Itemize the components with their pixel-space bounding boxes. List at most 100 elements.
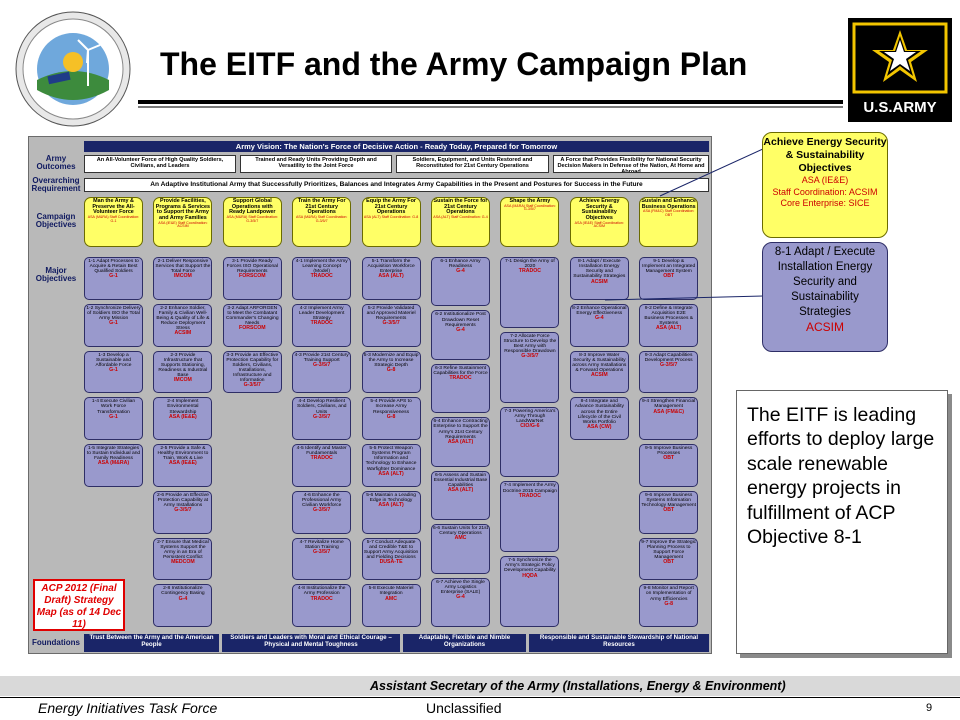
major-objective-owner: DUSA-TE	[379, 559, 403, 566]
row-label-outcomes: Army Outcomes	[36, 154, 76, 172]
major-objective: 9-2 Define & Integrate Acquisition E2E B…	[639, 303, 699, 347]
major-objective-owner: ASA (IE&E)	[169, 460, 197, 467]
callout-8-1-text: 8-1 Adapt / Execute Installation Energy …	[774, 246, 876, 318]
major-objective-text: 4-2 Implement Army Leader Development St…	[298, 305, 345, 322]
major-objective-text: 9-5 Improve Business Processes	[645, 446, 693, 457]
major-objective-text: 2-1 Deliver Responsive Services that Sup…	[155, 259, 211, 275]
major-objective-text: 8-4 Integrate and Advance Sustainability…	[574, 399, 624, 425]
footer-organization: Assistant Secretary of the Army (Install…	[370, 679, 786, 693]
major-objective-owner: HQDA	[522, 572, 538, 579]
major-objective-owner: IMCOM	[173, 377, 192, 384]
major-objective-owner: ASA (ALT)	[378, 502, 404, 509]
major-objective: 7-5 Synchronize the Army's Strategic Pol…	[500, 556, 560, 627]
major-objective-owner: OBT	[663, 455, 675, 462]
major-objective: 6-6 Sustain Units for 21st Century Opera…	[431, 524, 490, 574]
strategy-map: Army Vision: The Nation's Force of Decis…	[28, 136, 712, 654]
army-outcome: Trained and Ready Units Providing Depth …	[240, 155, 392, 173]
major-objective-text: 8-2 Enhance Operational Energy Effective…	[572, 305, 627, 316]
major-objective-owner: ACSIM	[590, 278, 608, 285]
major-objective-owner: OBT	[663, 559, 675, 566]
footer-eitf: Energy Initiatives Task Force	[38, 700, 218, 716]
major-objective-owner: OBT	[663, 507, 675, 514]
campaign-objective: Sustain the Force for 21st Century Opera…	[431, 197, 490, 247]
major-objective: 8-3 Improve Water Security & Sustainabil…	[569, 350, 629, 394]
campaign-objective-title: Support Global Operations with Ready Lan…	[229, 198, 276, 216]
row-label-overarching: Overarching Requirement	[31, 176, 81, 194]
footer-band	[0, 676, 960, 696]
major-objective: 8-1 Adapt / Execute Installation Energy …	[569, 257, 629, 300]
campaign-objective-title: Sustain and Enhance Business Operations	[641, 198, 696, 210]
major-objective-text: 4-1 Implement the Army Learning Concept …	[295, 259, 348, 275]
major-objective-column: 8-1 Adapt / Execute Installation Energy …	[569, 257, 629, 633]
major-objective-owner: G-3/5/7	[313, 361, 331, 368]
major-objective: 6-4 Enhance Contracting Enterprise to Su…	[431, 417, 490, 467]
campaign-objective: Train the Army For 21st Century Operatio…	[292, 197, 352, 247]
major-objective-owner: G-8	[386, 413, 396, 420]
major-objective-owner: AMC	[385, 595, 397, 602]
campaign-objective: Provide Facilities, Programs & Services …	[153, 197, 213, 247]
major-objective-text: 3-2 Adapt ARFORGEN to Meet the Combatant…	[226, 305, 279, 327]
major-objective: 7-2 Allocate Force Structure to Develop …	[500, 331, 560, 403]
campaign-objective-owner: ASA (IE&E) Staff Coordination: ACSIM	[158, 220, 208, 229]
callout-major-objective-8-1: 8-1 Adapt / Execute Installation Energy …	[762, 242, 888, 352]
major-objective-owner: G-8	[386, 366, 396, 373]
major-objective-text: 6-2 Institutionalize Post Drawdown Reset…	[435, 312, 486, 328]
major-objective-owner: ASA (ALT)	[447, 487, 474, 494]
foundation-item: Trust Between the Army and the American …	[84, 634, 219, 652]
army-outcome: Soldiers, Equipment, and Units Restored …	[396, 155, 549, 173]
header-rule	[138, 100, 843, 104]
major-objective-text: 5-4 Provide APS to Increase Army Respons…	[370, 399, 412, 415]
major-objective: 2-5 Provide a Safe & Healthy Environment…	[153, 444, 213, 487]
major-objective: 6-7 Achieve the Single Army Logistics En…	[431, 577, 490, 627]
callout-campaign-objective-8: Achieve Energy Security & Sustainability…	[762, 132, 888, 238]
major-objective-text: 5-8 Execute Materiel Integration	[368, 586, 414, 597]
campaign-objective-title: Equip the Army For 21st Century Operatio…	[366, 198, 416, 216]
foundation-item: Responsible and Sustainable Stewardship …	[529, 634, 709, 652]
major-objective: 4-3 Provide 21st Century Training Suppor…	[292, 350, 352, 394]
campaign-objective-owner: ASA (M&RA) Staff Coordination: G-3/5/7	[295, 215, 348, 223]
major-objective: 1-4 Execute Civilian Work Force Transfor…	[84, 397, 143, 440]
major-objective-text: 5-1 Transform the Acquisition Workforce …	[367, 259, 415, 275]
major-objective: 4-8 Institutionalize the Army Profession…	[292, 584, 352, 627]
eitf-logo	[15, 11, 131, 127]
major-objective-text: 9-3 Adapt Capabilities Development Proce…	[644, 352, 693, 363]
campaign-objective-owner: ASA (ALT) Staff Coordination: G-4	[433, 215, 488, 220]
major-objective: 5-1 Transform the Acquisition Workforce …	[361, 257, 421, 300]
major-objective-text: 9-8 Monitor and Report on Implementation…	[643, 586, 694, 602]
major-objective-owner: G-1	[109, 320, 118, 327]
major-objective-text: 6-6 Sustain Units for 21st Century Opera…	[433, 526, 488, 537]
acp-strategy-map-label: ACP 2012 (Final Draft) Strategy Map (as …	[33, 579, 125, 631]
major-objective-owner: G-8	[664, 600, 674, 607]
major-objective-text: 1-4 Execute Civilian Work Force Transfor…	[91, 399, 136, 415]
major-objective-owner: ACSIM	[174, 330, 192, 337]
major-objective: 7-4 Implement the Army Doctrine 2015 Cam…	[500, 481, 560, 553]
major-objective-text: 4-3 Provide 21st Century Training Suppor…	[294, 352, 349, 363]
major-objective: 5-4 Provide APS to Increase Army Respons…	[361, 397, 421, 440]
major-objective-text: 2-3 Provide Infrastructure that Supports…	[158, 352, 208, 379]
major-objective-text: 5-3 Modernize and Equip the Army to Incr…	[363, 352, 419, 368]
major-objective-text: 1-3 Develop a Sustainable and Affordable…	[95, 352, 132, 368]
major-objective-text: 7-2 Allocate Force Structure to Develop …	[503, 333, 557, 355]
major-objective: 6-3 Refine Sustainment Capabilities for …	[431, 363, 490, 414]
major-objective-text: 4-4 Develop Resilient Soldiers, Civilian…	[296, 399, 347, 415]
major-objective-text: 8-1 Adapt / Execute Installation Energy …	[573, 259, 626, 280]
major-objective-text: 9-1 Develop & Implement an Integrated Ma…	[642, 259, 696, 275]
campaign-objective-title: Achieve Energy Security & Sustainability…	[579, 198, 620, 222]
major-objective-owner: TRADOC	[310, 320, 333, 327]
major-objective-owner: ASA (M&RA)	[97, 460, 130, 467]
major-objective-owner: G-3/5/7	[313, 548, 331, 555]
major-objective: 2-1 Deliver Responsive Services that Sup…	[153, 257, 213, 300]
major-objective-text: 1-5 Integrate Strategies to Sustain Indi…	[86, 446, 141, 462]
major-objective: 5-2 Provide Validated and Approved Mater…	[361, 303, 421, 347]
campaign-objective: Man the Army & Preserve the All-Voluntee…	[84, 197, 143, 247]
major-objective: 3-3 Provide an Effective Protection Capa…	[222, 350, 282, 394]
major-objective-owner: G-3/5/7	[521, 353, 539, 360]
major-objective-text: 2-4 Implement Environmental Stewardship	[167, 399, 199, 415]
major-objective-text: 5-6 Maintain a Leading Edge in Technolog…	[366, 492, 416, 503]
major-objective-text: 4-5 Identify and Master Fundamentals	[296, 446, 347, 457]
major-objective-owner: G-3/5/7	[660, 361, 678, 368]
campaign-objective: Support Global Operations with Ready Lan…	[222, 197, 282, 247]
